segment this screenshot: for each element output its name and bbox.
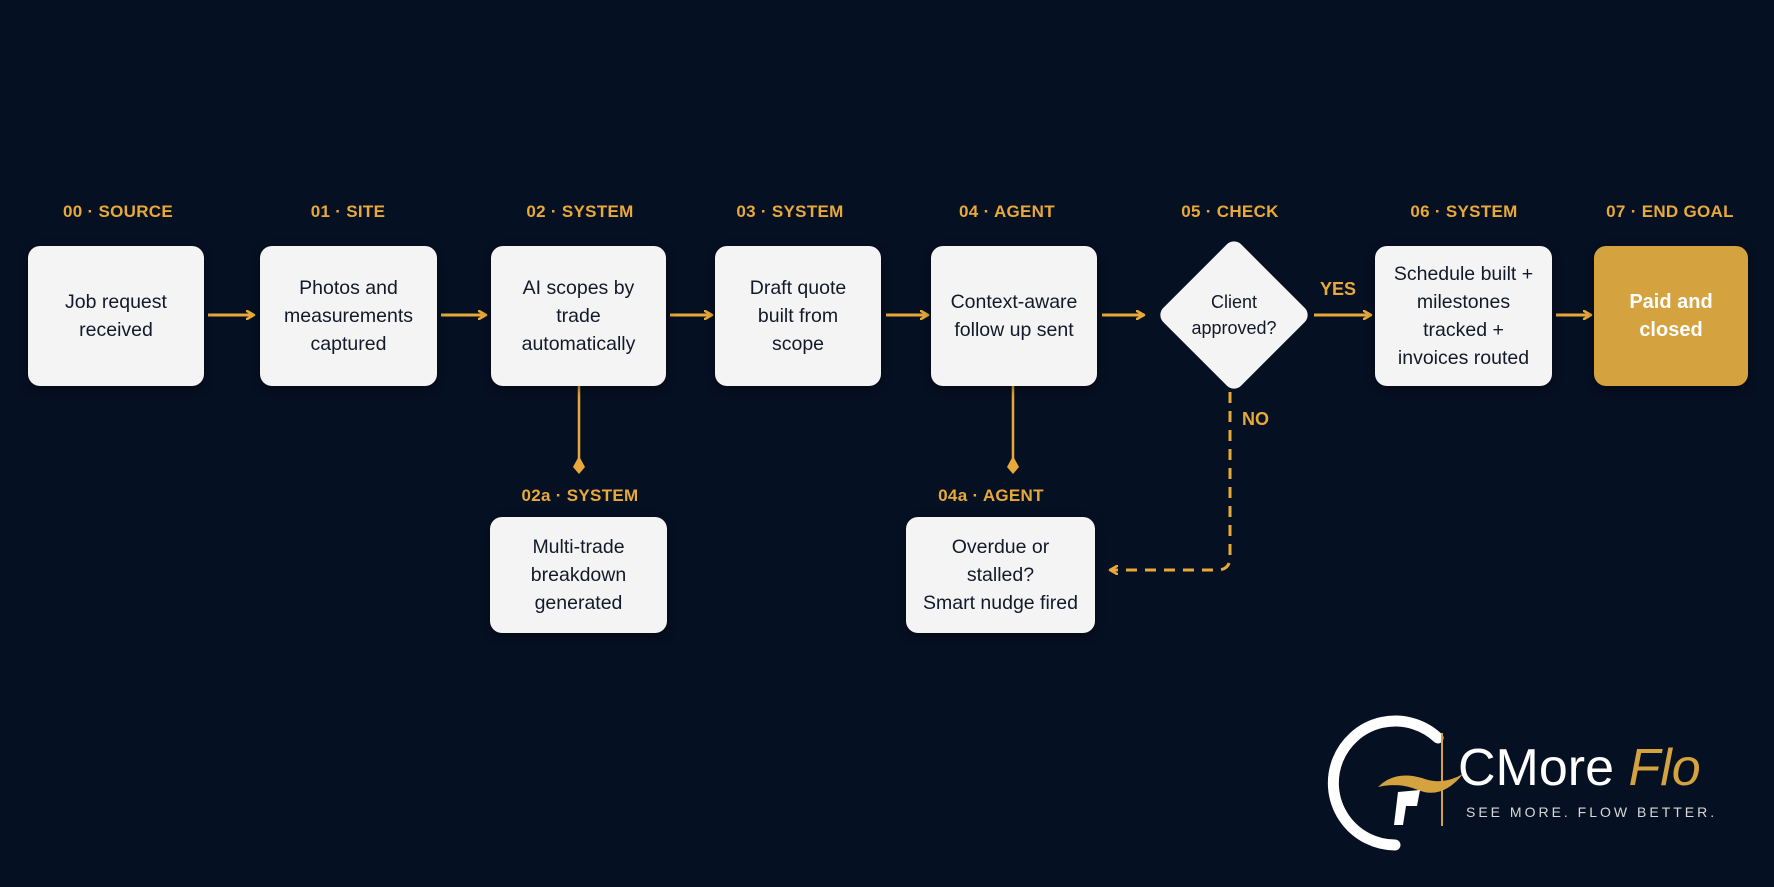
brand-wordmark: CMore Flo [1458,742,1701,794]
stage-label-02a: 02a · SYSTEM [521,486,639,505]
step-multi-trade-breakdown: Multi-trade breakdown generated [490,517,667,633]
stage-label-04a: 04a · AGENT [938,486,1044,505]
arrow-no-branch-dashed [1110,392,1232,570]
step-text: Overdue or stalled? Smart nudge fired [922,536,1078,614]
step-text: Job request received [65,291,167,341]
no-label: NO [1242,409,1269,429]
step-text: Multi-trade breakdown generated [530,536,627,614]
step-ai-scopes: AI scopes by trade automatically [491,246,666,386]
stage-label-00: 00 · SOURCE [62,202,174,221]
connector-04a-dot [1007,456,1019,474]
stage-label-05: 05 · CHECK [1181,202,1279,221]
cmore-logo-icon [1327,715,1463,851]
decision-diamond [1160,241,1308,389]
stage-label-03: 03 · SYSTEM [736,202,844,221]
step-draft-quote: Draft quote built from scope [715,246,881,386]
step-text: Photos and measurements captured [284,277,413,355]
brand-name-main: CMore [1458,739,1629,797]
step-photos-measurements: Photos and measurements captured [260,246,437,386]
stage-label-02: 02 · SYSTEM [526,202,634,221]
step-paid-closed: Paid and closed [1594,246,1748,386]
stage-label-01: 01 · SITE [310,202,386,221]
step-follow-up: Context-aware follow up sent [931,246,1097,386]
step-text: Draft quote built from scope [749,277,847,355]
step-text: Context-aware follow up sent [950,291,1078,341]
stage-label-06: 06 · SYSTEM [1410,202,1518,221]
connector-02a-dot [573,456,585,474]
yes-label: YES [1320,279,1357,299]
step-schedule-built: Schedule built + milestones tracked + in… [1375,246,1552,386]
step-job-request: Job request received [28,246,204,386]
step-smart-nudge: Overdue or stalled? Smart nudge fired [906,517,1095,633]
step-text: Paid and closed [1629,291,1713,341]
step-text: AI scopes by trade automatically [521,277,636,355]
step-text: Schedule built + milestones tracked + in… [1393,263,1534,369]
brand-name-accent: Flo [1628,739,1701,797]
brand-tagline: SEE MORE. FLOW BETTER. [1466,804,1718,820]
decision-text: Client approved? [1191,292,1277,338]
stage-label-04: 04 · AGENT [959,202,1055,221]
stage-label-07: 07 · END GOAL [1606,202,1734,221]
